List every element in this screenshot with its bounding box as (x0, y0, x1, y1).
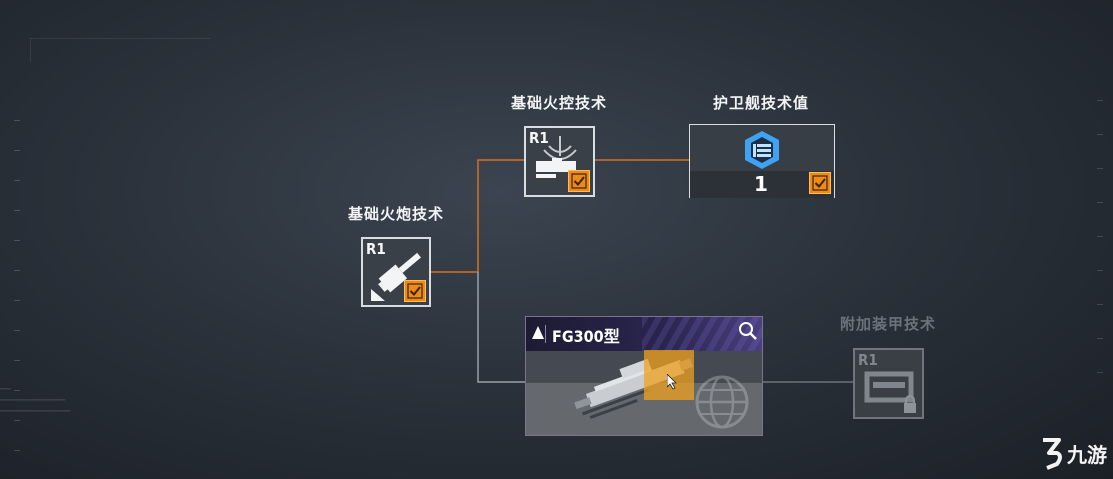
link-branch-to-ship (477, 272, 525, 383)
mouse-cursor-icon (667, 374, 677, 390)
watermark-text: 九游 (1067, 442, 1107, 467)
lock-icon (904, 395, 916, 413)
globe-icon (695, 375, 749, 429)
left-edge-ticks (14, 120, 20, 460)
completed-checkbox-icon (404, 280, 426, 302)
link-branch-to-fire-control (477, 159, 524, 272)
basic-cannon-title: 基础火炮技术 (347, 205, 445, 223)
title-separator (545, 325, 546, 343)
tech-value-emblem-icon (745, 131, 779, 169)
frame-line (30, 38, 210, 39)
ship-card-header (526, 317, 762, 351)
search-icon[interactable] (738, 321, 758, 341)
basic-fire-control-title: 基础火控技术 (510, 94, 608, 112)
completed-checkbox-icon (809, 172, 831, 194)
ship-unlock-card[interactable]: FG300型 (525, 316, 763, 436)
right-edge-ticks (1097, 100, 1103, 400)
jiuyou-watermark: 九游 (1037, 436, 1107, 470)
ship-class-triangle-icon (532, 326, 544, 339)
rank-label: R1 (858, 351, 878, 369)
completed-checkbox-icon (568, 170, 590, 192)
additional-armor-title: 附加装甲技术 (839, 315, 937, 333)
basic-cannon-node[interactable]: R1 (361, 237, 431, 307)
escort-tech-value-title: 护卫舰技术值 (712, 94, 810, 112)
additional-armor-node[interactable]: R1 (853, 348, 924, 419)
faint-background-text: ─────────────────────────── (0, 385, 71, 417)
rank-label: R1 (529, 129, 549, 147)
escort-tech-value-node[interactable]: 1 (689, 124, 835, 198)
armor-plate-icon (864, 371, 914, 403)
cannon-icon (371, 252, 421, 301)
rank-label: R1 (366, 240, 386, 258)
ship-name: FG300型 (552, 327, 620, 346)
jiuyou-logo-icon (1043, 438, 1062, 470)
frame-line (30, 38, 31, 62)
fire-control-radar-icon (536, 136, 577, 178)
basic-fire-control-node[interactable]: R1 (524, 126, 595, 197)
tech-value-count: 1 (754, 172, 768, 196)
selection-highlight (644, 350, 694, 400)
